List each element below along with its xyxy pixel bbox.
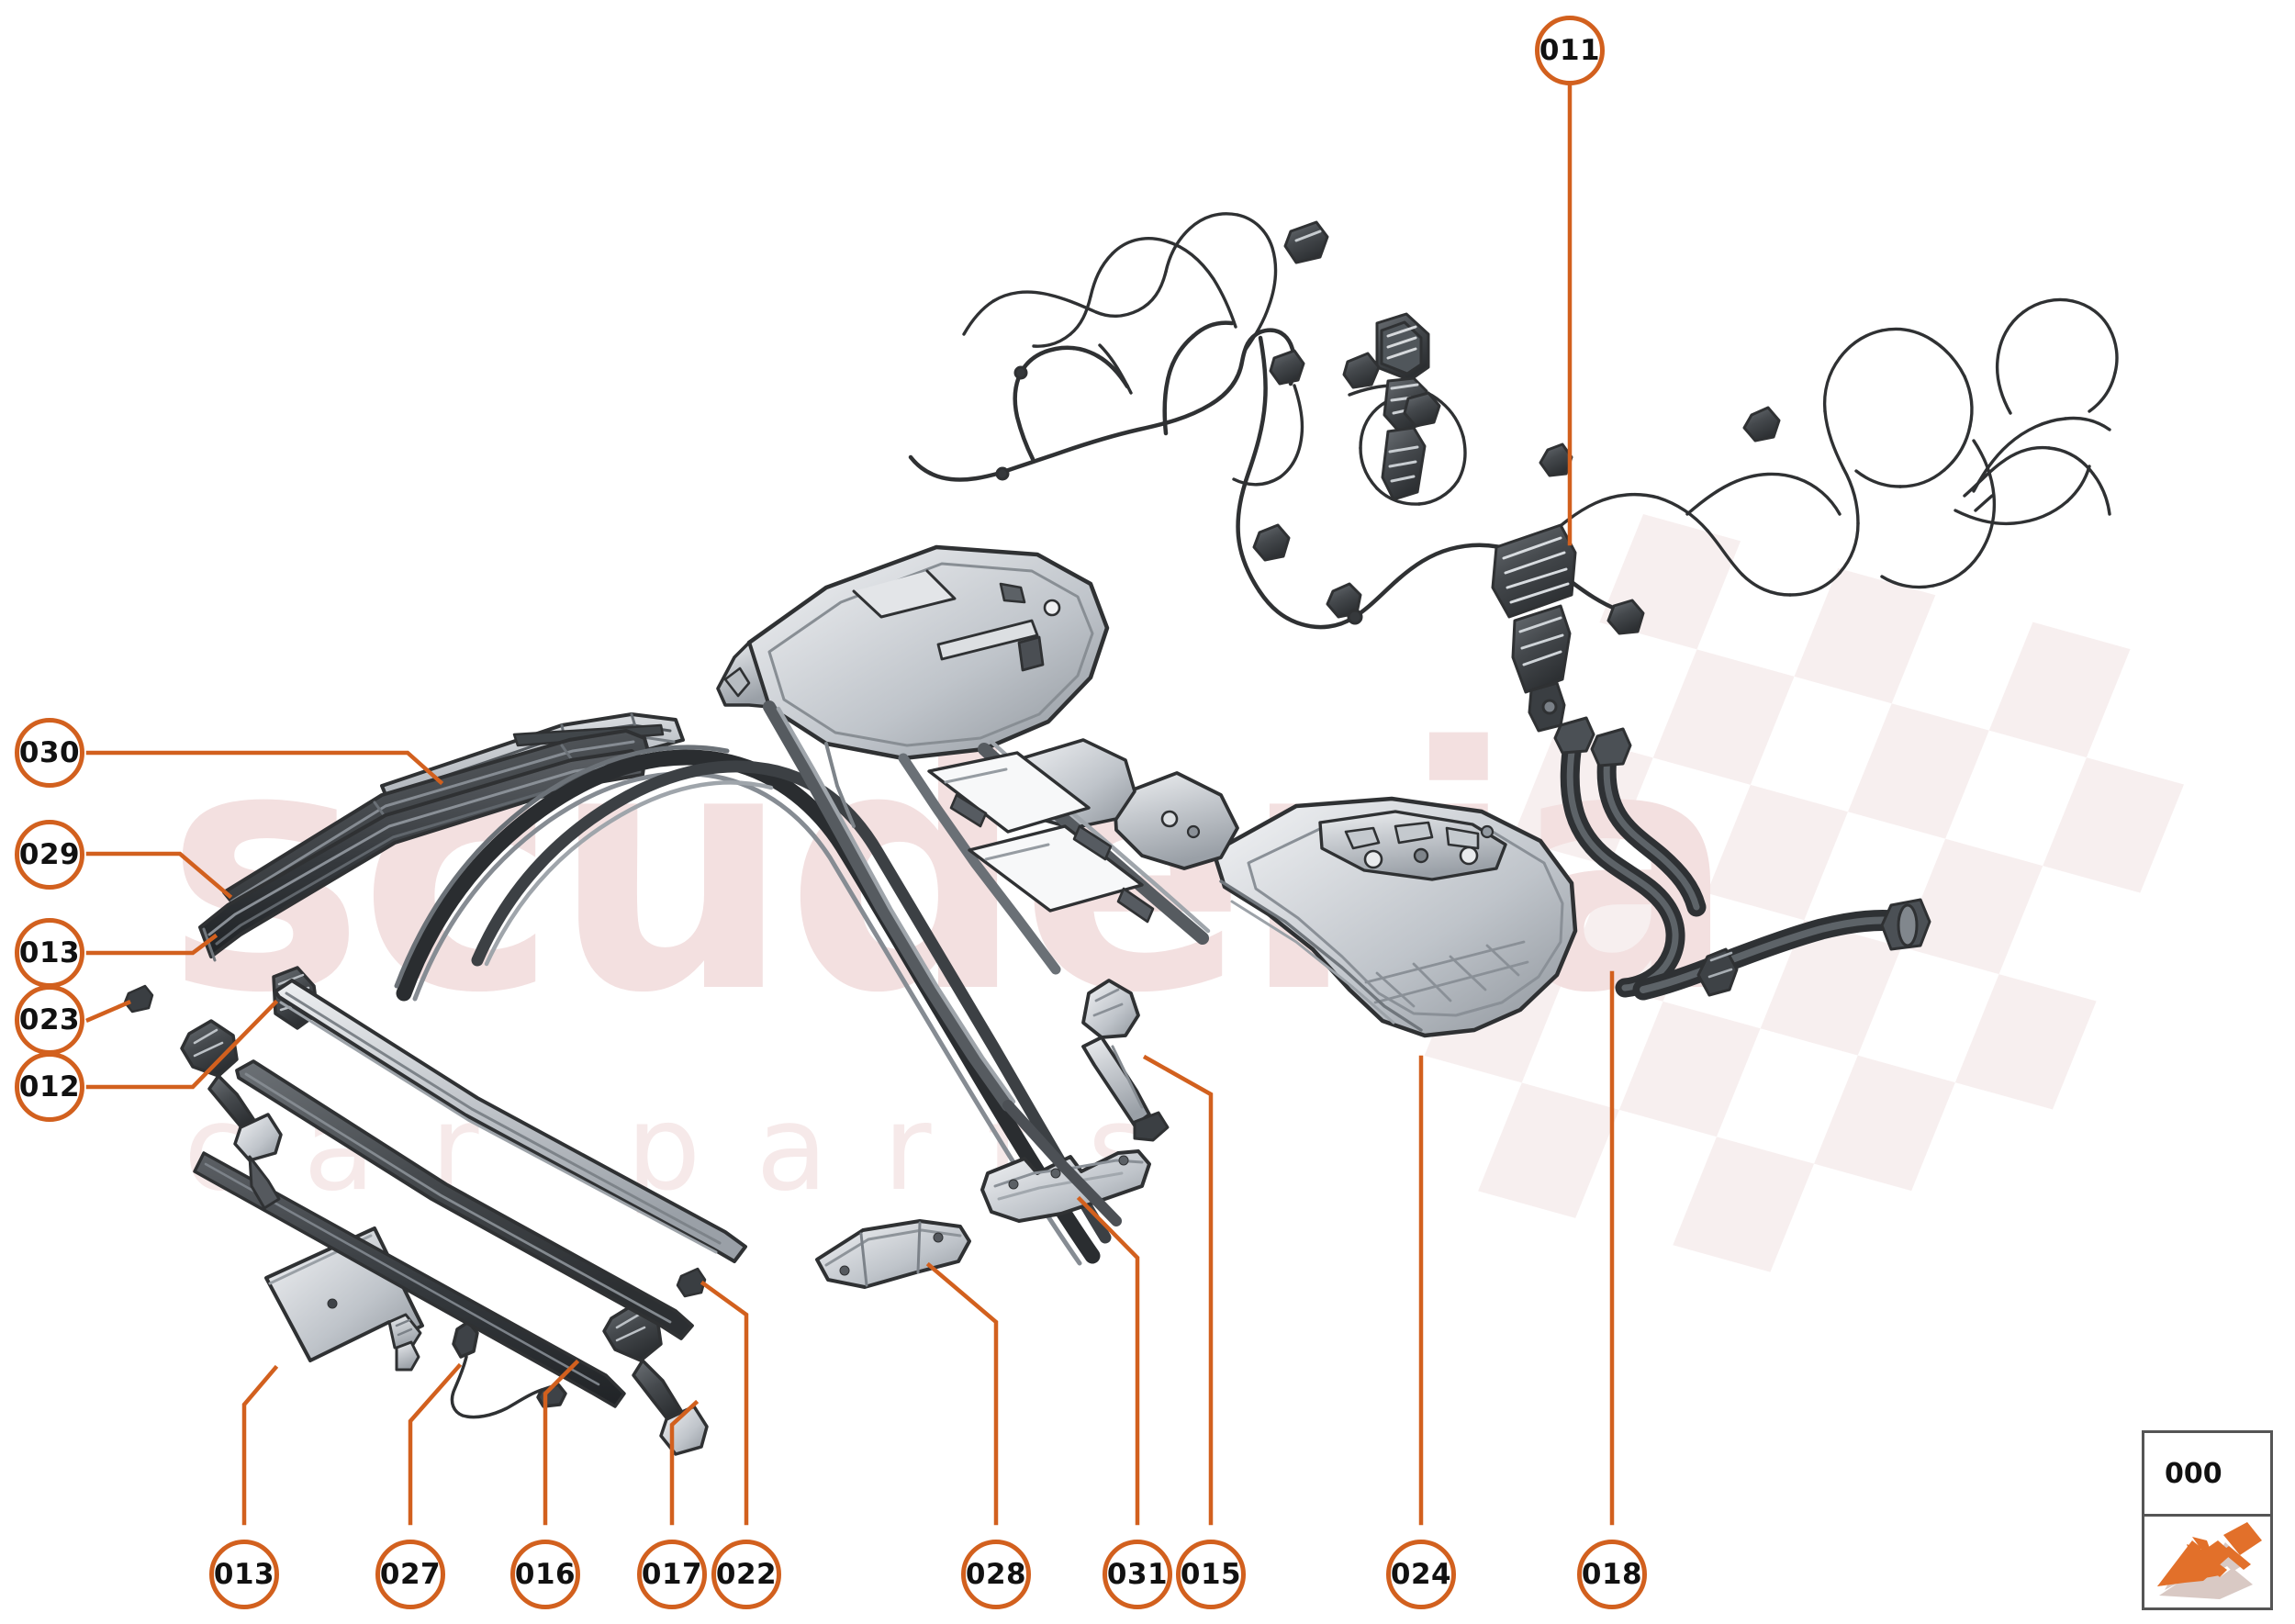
part-022-clip [676,1267,707,1298]
part-roof-frame-assembly [716,544,1211,1226]
leader-013-left [85,933,218,956]
part-roof-bow-arch [394,745,1101,1266]
callout-011[interactable]: 011 [1535,16,1605,85]
part-031-mounting-rail [980,1149,1151,1223]
leader-017 [669,1399,700,1526]
callout-022[interactable]: 022 [711,1540,781,1609]
leader-028 [925,1261,999,1526]
callout-013-bottom[interactable]: 013 [209,1540,279,1609]
part-017-hinge-bracket-upper [180,1019,283,1210]
leader-022 [700,1280,749,1526]
part-roof-bow-arch-inner [471,760,1112,1244]
callout-027[interactable]: 027 [375,1540,445,1609]
callout-023[interactable]: 023 [15,985,84,1055]
legend-code: 000 [2144,1433,2270,1518]
callout-015[interactable]: 015 [1176,1540,1246,1609]
part-018-hydraulic-hoses [1553,716,1931,1001]
legend-icon-area [2144,1517,2270,1607]
callout-013-left[interactable]: 013 [15,918,84,988]
part-side-arch-rail [274,979,747,1263]
leader-012 [85,999,279,1090]
callout-031[interactable]: 031 [1103,1540,1172,1609]
callout-016[interactable]: 016 [510,1540,580,1609]
leader-013-bottom [241,1364,279,1526]
part-028-trim-cover [815,1219,971,1289]
checkered-flag-watermark [1424,514,2185,1272]
leader-030 [85,750,444,786]
part-011-wiring-harness [908,212,2119,733]
callout-030[interactable]: 030 [15,718,84,788]
leader-015 [1142,1054,1214,1526]
callout-012[interactable]: 012 [15,1052,84,1122]
callout-017[interactable]: 017 [637,1540,707,1609]
legend-box: 000 [2142,1430,2273,1610]
part-024-rear-deck-panel [1004,738,1578,1038]
leader-023 [85,1000,131,1023]
callout-028[interactable]: 028 [961,1540,1031,1609]
leader-016 [543,1359,580,1526]
leader-031 [1076,1195,1140,1526]
orange-arrow-icon [2157,1522,2262,1600]
callout-024[interactable]: 024 [1386,1540,1456,1609]
leader-027 [408,1362,463,1526]
part-side-arch-rail-2 [235,1059,694,1340]
leader-029 [85,851,233,900]
callout-018[interactable]: 018 [1577,1540,1647,1609]
part-015-tension-hinge-arm [1081,979,1170,1142]
callout-029[interactable]: 029 [15,820,84,890]
